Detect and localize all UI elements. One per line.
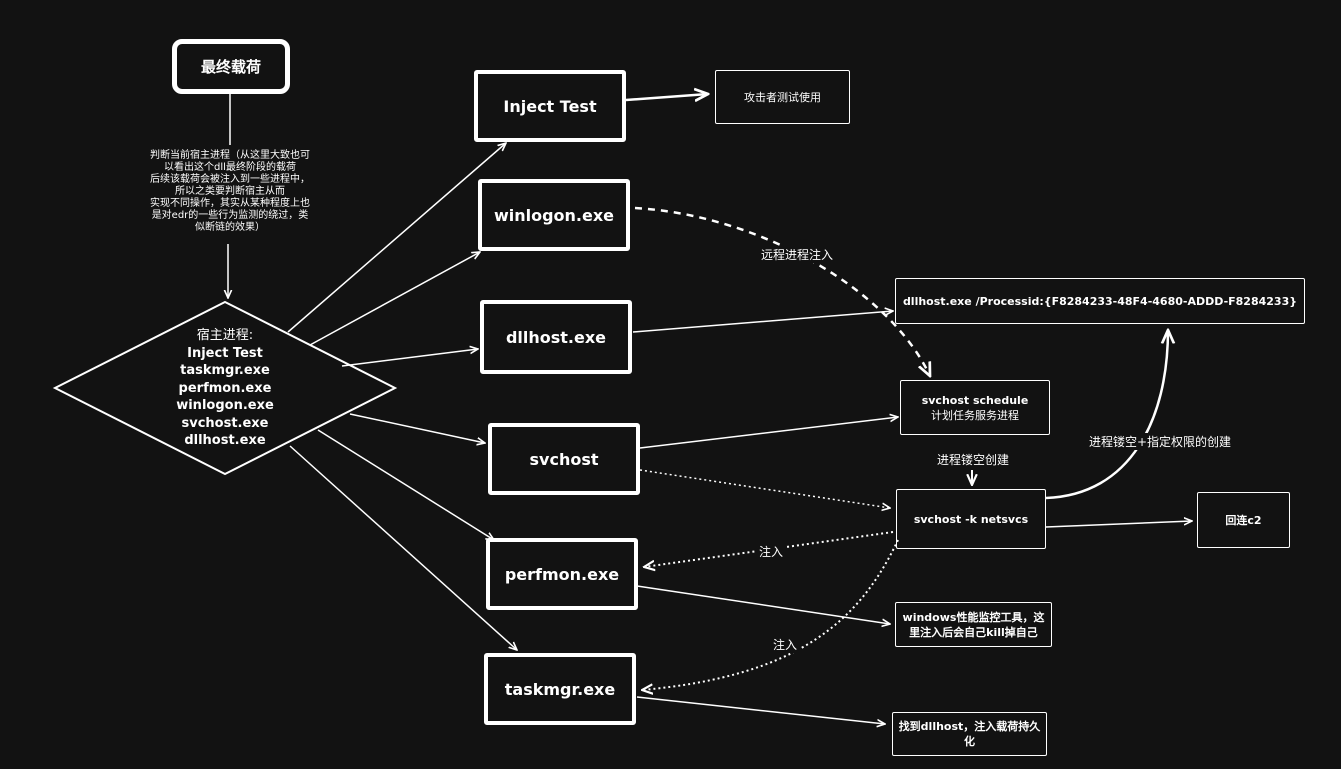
svchost-schedule-node: svchost schedule 计划任务服务进程	[900, 380, 1050, 435]
svchost-netsvcs-node: svchost -k netsvcs	[896, 489, 1046, 549]
edge-diamond-taskmgr	[289, 445, 517, 650]
diamond-item: perfmon.exe	[178, 380, 272, 396]
edge-winlogon-schedule	[634, 206, 930, 376]
edge-svchost-netsvcs	[639, 469, 890, 508]
dllhost-label: dllhost.exe	[505, 327, 607, 347]
diamond-item: taskmgr.exe	[180, 363, 270, 378]
taskmgr-note-label: 找到dllhost，注入载荷持久化	[898, 720, 1041, 748]
note-line: 判断当前宿主进程（从这里大致也可	[150, 150, 310, 161]
edge-svchost-schedule	[639, 417, 898, 449]
diamond-item: dllhost.exe	[184, 433, 266, 448]
edge-diamond-perfmon	[317, 429, 494, 540]
perfmon-label: perfmon.exe	[504, 564, 620, 584]
host-check-note: 判断当前宿主进程（从这里大致也可 以看出这个dll最终阶段的载荷 后续该载荷会被…	[130, 150, 330, 234]
attacker-test-label: 攻击者测试使用	[744, 90, 821, 104]
hollow-privilege-label: 进程镂空+指定权限的创建	[1086, 433, 1235, 450]
note-line: 实现不同操作，其实从某种程度上也	[150, 198, 310, 209]
diamond-item: Inject Test	[187, 345, 263, 361]
note-line: 后续该载荷会被注入到一些进程中，	[150, 174, 310, 185]
dllhost-cmd-node: dllhost.exe /Processid:{F8284233-48F4-46…	[895, 278, 1305, 324]
winlogon-node: winlogon.exe	[478, 179, 630, 251]
callback-c2-node: 回连c2	[1197, 492, 1290, 548]
perfmon-note-node: windows性能监控工具，这里注入后会自己kill掉自己	[895, 602, 1052, 647]
inject-test-node: Inject Test	[474, 70, 626, 142]
svchost-netsvcs-label: svchost -k netsvcs	[913, 512, 1029, 526]
note-line: 所以之类要判断宿主从而	[175, 186, 285, 197]
remote-inject-label: 远程进程注入	[758, 246, 837, 263]
edge-perfmon-note	[636, 585, 890, 624]
edge-taskmgr-note	[636, 696, 885, 724]
edge-diamond-dllhost	[341, 349, 478, 367]
callback-c2-label: 回连c2	[1225, 513, 1262, 527]
note-line: 是对edr的一些行为监测的绕过，类	[151, 210, 309, 221]
svchost-node: svchost	[488, 423, 640, 495]
diamond-item: svchost.exe	[181, 415, 269, 431]
dllhost-cmd-label: dllhost.exe /Processid:{F8284233-48F4-46…	[902, 294, 1298, 308]
note-line: 以看出这个dll最终阶段的载荷	[164, 162, 296, 173]
payload-label: 最终载荷	[200, 58, 261, 76]
diamond-title: 宿主进程:	[196, 328, 254, 343]
taskmgr-label: taskmgr.exe	[504, 679, 616, 699]
edge-diamond-winlogon	[309, 252, 480, 346]
note-line: 似断链的效果）	[195, 222, 265, 233]
edge-inject-attacker	[625, 94, 708, 100]
taskmgr-node: taskmgr.exe	[484, 653, 636, 725]
inject-label-perfmon: 注入	[756, 543, 787, 560]
edge-netsvcs-taskmgr	[642, 539, 899, 690]
edge-diamond-inject	[287, 143, 506, 333]
edge-dllhost-cmd	[632, 311, 893, 333]
edge-netsvcs-cmd	[1045, 330, 1168, 500]
hollow-create-label: 进程镂空创建	[934, 451, 1013, 468]
inject-label-taskmgr: 注入	[770, 636, 801, 653]
winlogon-label: winlogon.exe	[493, 205, 615, 225]
dllhost-node: dllhost.exe	[480, 300, 632, 374]
svchost-schedule-desc: 计划任务服务进程	[931, 408, 1019, 422]
svchost-schedule-label: svchost schedule	[921, 393, 1029, 407]
attacker-test-node: 攻击者测试使用	[715, 70, 850, 124]
perfmon-node: perfmon.exe	[486, 538, 638, 610]
edge-diamond-svchost	[349, 413, 485, 443]
host-process-list: 宿主进程: Inject Test taskmgr.exe perfmon.ex…	[150, 327, 300, 450]
edge-netsvcs-c2	[1045, 521, 1192, 528]
svchost-label: svchost	[529, 449, 599, 469]
perfmon-note-label: windows性能监控工具，这里注入后会自己kill掉自己	[902, 610, 1045, 639]
inject-test-label: Inject Test	[503, 96, 597, 116]
diamond-item: winlogon.exe	[176, 398, 274, 413]
host-diamond	[52, 300, 398, 476]
payload-node: 最终载荷	[172, 39, 290, 94]
taskmgr-note-node: 找到dllhost，注入载荷持久化	[892, 712, 1047, 756]
